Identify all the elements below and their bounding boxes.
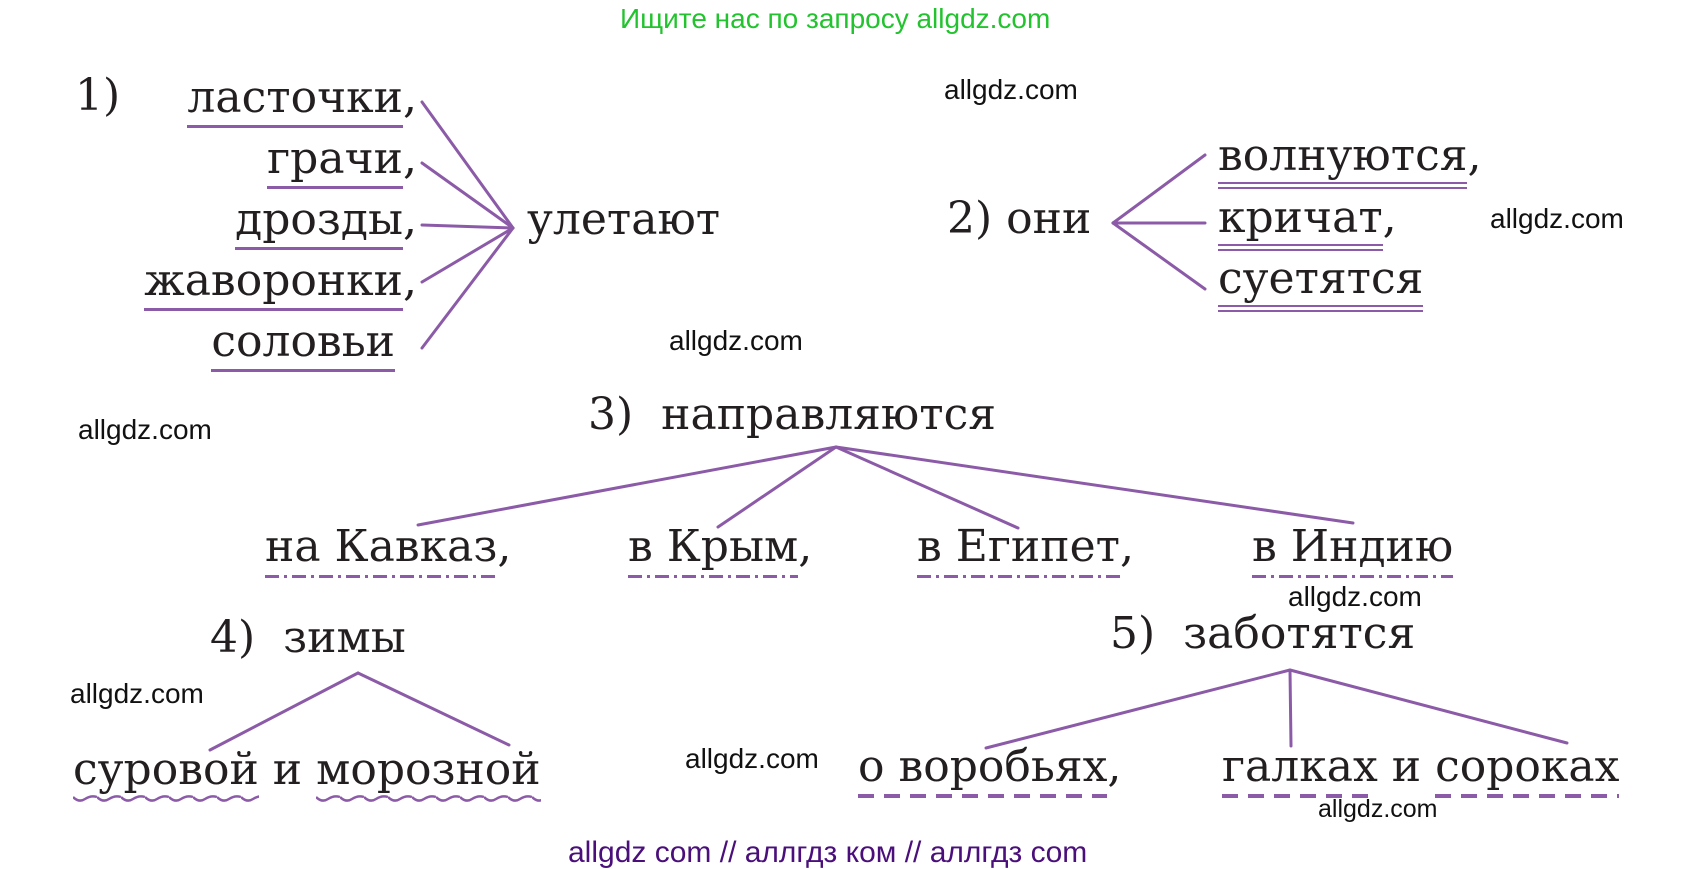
item3-predicate: 3) направляются <box>588 393 996 437</box>
item3-adverbial-3: в Египет, <box>917 521 1134 578</box>
comma: , <box>403 255 417 306</box>
watermark: allgdz.com <box>944 74 1078 105</box>
comma: , <box>1467 130 1482 181</box>
subject-word: жаворонки <box>144 255 403 311</box>
watermark: allgdz.com <box>685 743 819 774</box>
attribute-word: суровой <box>73 744 259 803</box>
item2-predicate-2: кричат, <box>1218 192 1397 251</box>
item4-attributes: суровой и морозной <box>73 744 541 803</box>
subject-word: ласточки <box>187 72 403 128</box>
subject-word: соловьи <box>211 316 395 372</box>
subject-word: дрозды <box>235 194 403 250</box>
predicate-word: волнуются <box>1218 130 1468 189</box>
predicate-word: направляются <box>661 389 996 440</box>
item2-number: 2) <box>947 193 993 244</box>
object-word: о воробьях <box>858 741 1108 798</box>
comma: , <box>1382 192 1397 243</box>
item2-subject: 2) они <box>947 197 1091 241</box>
item3-adverbial-2: в Крым, <box>628 521 812 578</box>
item5-object-1: о воробьях, <box>858 741 1121 798</box>
item5-number: 5) <box>1110 608 1156 659</box>
item3-adverbial-1: на Кавказ, <box>265 521 511 578</box>
watermark: allgdz.com <box>78 414 212 445</box>
item2-predicate-1: волнуются, <box>1218 130 1481 189</box>
comma: , <box>1119 521 1134 572</box>
conjunction: и <box>1391 741 1422 792</box>
watermark: allgdz.com <box>1490 203 1624 234</box>
subject-word: грачи <box>267 133 403 189</box>
item3-number: 3) <box>588 389 634 440</box>
item1-subject-1: ласточки, <box>187 72 417 128</box>
predicate-word: заботятся <box>1183 608 1416 659</box>
watermark: allgdz.com <box>669 325 803 356</box>
predicate-word: кричат <box>1218 192 1383 251</box>
search-prompt-link[interactable]: Ищите нас по запросу allgdz.com <box>620 3 1051 34</box>
conjunction: и <box>272 744 303 795</box>
subject-word: они <box>1006 193 1092 244</box>
item5-predicate: 5) заботятся <box>1110 612 1415 656</box>
comma: , <box>403 133 417 184</box>
item1-number: 1) <box>75 70 121 121</box>
watermark: allgdz.com <box>1288 581 1422 612</box>
item1-subject-2: грачи, <box>267 133 417 189</box>
comma: , <box>403 194 417 245</box>
comma: , <box>403 72 417 123</box>
item1-subject-3: дрозды, <box>235 194 417 250</box>
noun-word: зимы <box>283 612 406 663</box>
adverbial-word: в Индию <box>1252 521 1454 578</box>
item3-adverbial-4: в Индию <box>1252 521 1454 578</box>
attribute-word: морозной <box>316 744 541 803</box>
adverbial-word: в Египет <box>917 521 1120 578</box>
item1-subject-5: соловьи <box>211 316 395 372</box>
item5-objects-2-3: галках и сороках <box>1222 741 1620 798</box>
item2-predicate-3: суетятся <box>1218 253 1424 312</box>
object-word: сороках <box>1435 741 1620 798</box>
watermark: allgdz.com <box>70 678 204 709</box>
comma: , <box>798 521 813 572</box>
item1-predicate: улетают <box>527 194 721 245</box>
adverbial-word: в Крым <box>628 521 799 578</box>
comma: , <box>1107 741 1122 792</box>
item4-number: 4) <box>210 612 256 663</box>
item4-noun: 4) зимы <box>210 616 406 660</box>
comma: , <box>497 521 512 572</box>
adverbial-word: на Кавказ <box>265 521 498 578</box>
predicate-word: суетятся <box>1218 253 1424 312</box>
footer-watermark-link[interactable]: allgdz com // аллгдз ком // аллгдз com <box>568 836 1088 869</box>
item1-subject-4: жаворонки, <box>144 255 417 311</box>
object-word: галках <box>1222 741 1378 798</box>
watermark: allgdz.com <box>1318 795 1438 823</box>
